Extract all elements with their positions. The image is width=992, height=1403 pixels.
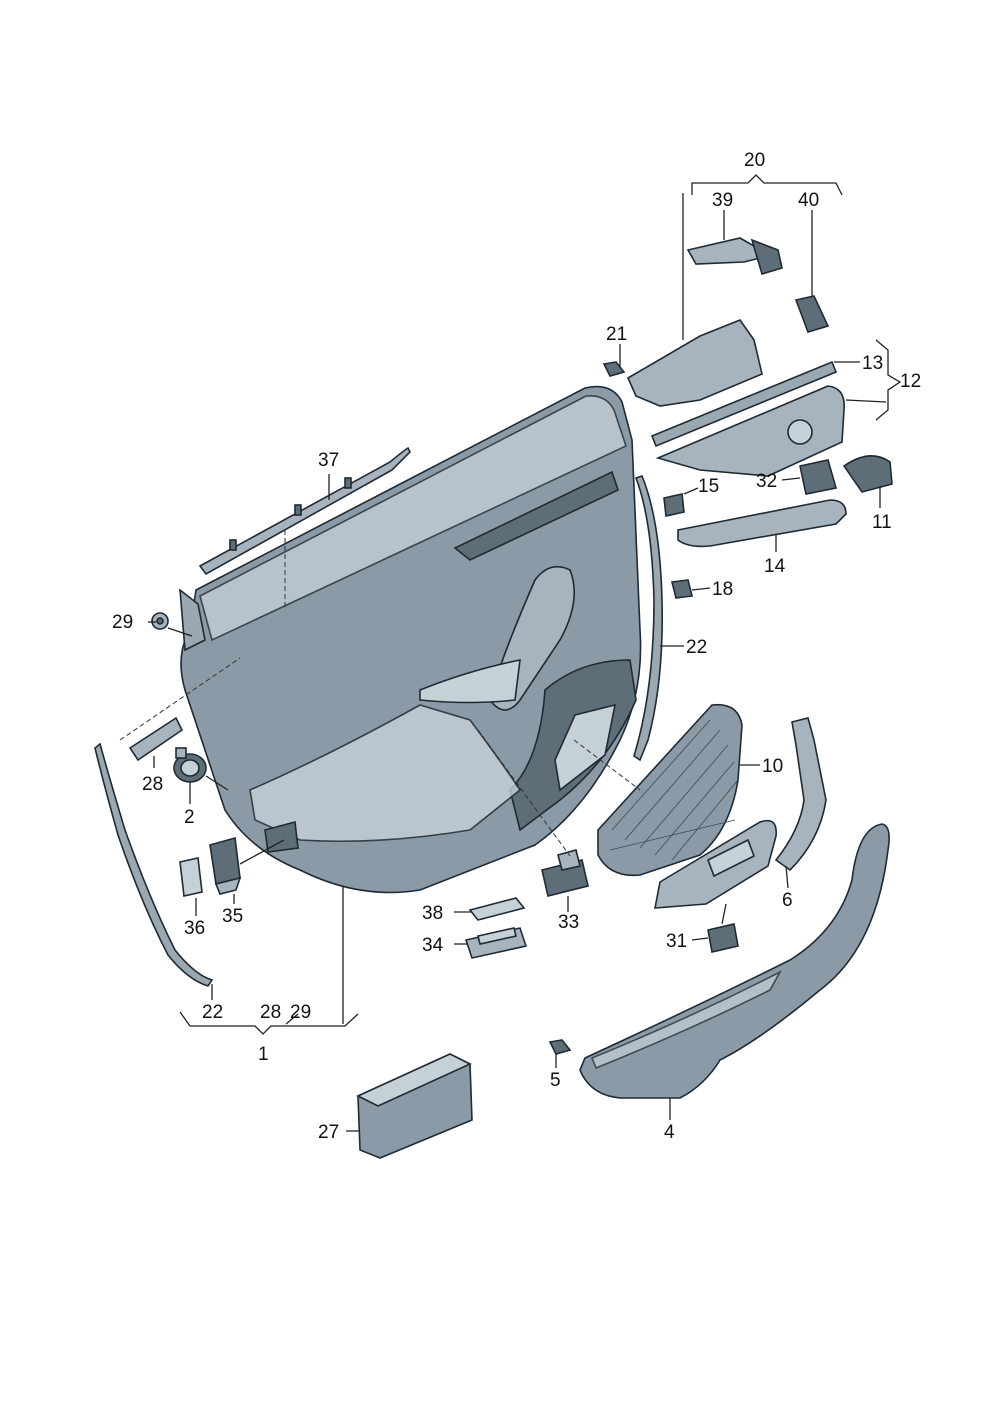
switch-32 [799,459,838,495]
callout-39: 39 [712,190,733,211]
speaker-cover-11 [842,455,893,493]
callout-29-left: 29 [112,612,133,633]
callout-35: 35 [222,906,243,927]
callout-18: 18 [712,579,733,600]
screw-5 [548,1039,572,1055]
callout-28-left: 28 [142,774,163,795]
button-2 [173,747,207,783]
callout-40: 40 [798,190,819,211]
callout-4: 4 [664,1122,675,1143]
callout-14: 14 [764,556,786,577]
callout-15: 15 [698,476,719,497]
callout-12: 12 [900,371,921,392]
callout-37: 37 [318,450,339,471]
cap-36 [179,857,203,897]
screw-21 [602,361,626,377]
callout-labels: 20 39 40 21 13 12 15 32 11 14 18 22 37 2… [112,150,921,1143]
clip-29 [151,612,169,630]
seal-strip-right [633,475,664,762]
switch-panel-12 [655,385,845,477]
callout-33: 33 [558,912,579,933]
trim-piece-28 [128,716,184,762]
switch-33 [541,849,589,897]
callout-1: 1 [258,1044,269,1065]
seal-strip-left [94,742,214,987]
upper-trim-strip [198,446,411,576]
callout-31: 31 [666,931,687,952]
armrest-4 [579,823,890,1099]
packaging-box-27 [356,1053,473,1159]
callout-13: 13 [862,353,883,374]
switch-panel-insert [654,819,777,909]
callout-2: 2 [184,807,195,828]
handle-bracket-6 [774,717,827,872]
callout-38: 38 [422,903,443,924]
callout-21: 21 [606,324,627,345]
callout-22-left: 22 [202,1002,223,1023]
callout-11: 11 [872,512,892,533]
handle-part-40 [794,295,830,333]
callout-10: 10 [762,756,783,777]
callout-27: 27 [318,1122,339,1143]
callout-22-right: 22 [686,637,707,658]
lamp-housing-34 [464,927,528,959]
window-trim-13 [650,360,838,448]
switch-31 [707,923,739,953]
callout-32: 32 [756,471,777,492]
callout-28-bottom: 28 [260,1002,281,1023]
leader-lines [119,174,902,1132]
door-handle-39 [686,237,783,275]
callout-34: 34 [422,935,444,956]
callout-6: 6 [782,890,793,911]
clip-15 [663,493,685,517]
lens-38 [468,897,526,921]
bulb-holder-35 [209,836,242,895]
trim-strip-14 [677,499,847,548]
door-trim-panel [179,385,642,894]
speaker-grille-10 [597,703,743,877]
callout-29-bottom: 29 [290,1002,311,1023]
handle-housing-20 [626,319,763,407]
screw-18 [671,579,693,599]
callout-5: 5 [550,1070,561,1091]
callout-20: 20 [744,150,765,171]
callout-36: 36 [184,918,205,939]
